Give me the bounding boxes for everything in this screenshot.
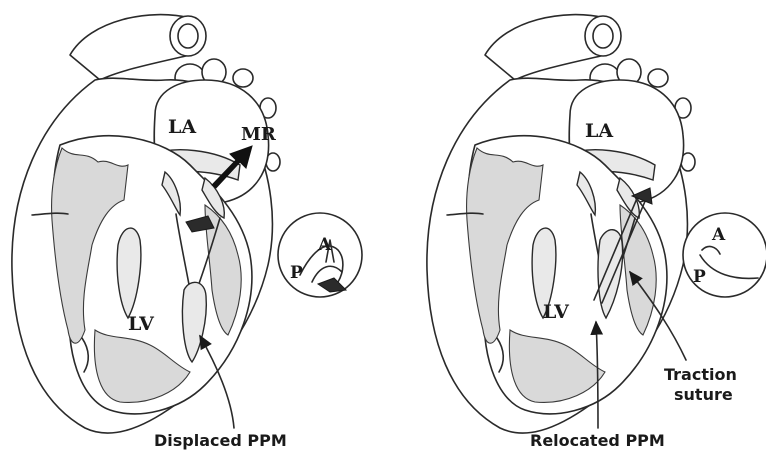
label-leaflet-p-left: P bbox=[290, 263, 303, 283]
leaflet-inset-left bbox=[278, 213, 362, 297]
label-la-right: LA bbox=[585, 120, 613, 142]
label-leaflet-p-right: P bbox=[693, 267, 706, 287]
label-lv-left: LV bbox=[128, 313, 155, 335]
label-leaflet-a-left: A bbox=[317, 235, 332, 255]
label-suture: suture bbox=[674, 385, 733, 404]
heart-left-panel bbox=[12, 15, 362, 433]
label-mr: MR bbox=[241, 124, 277, 145]
label-leaflet-a-right: A bbox=[711, 225, 726, 245]
label-traction: Traction bbox=[664, 365, 737, 384]
caption-relocated-ppm: Relocated PPM bbox=[530, 431, 665, 450]
label-lv-right: LV bbox=[543, 301, 570, 323]
caption-displaced-ppm: Displaced PPM bbox=[154, 431, 287, 450]
label-la-left: LA bbox=[168, 116, 196, 138]
